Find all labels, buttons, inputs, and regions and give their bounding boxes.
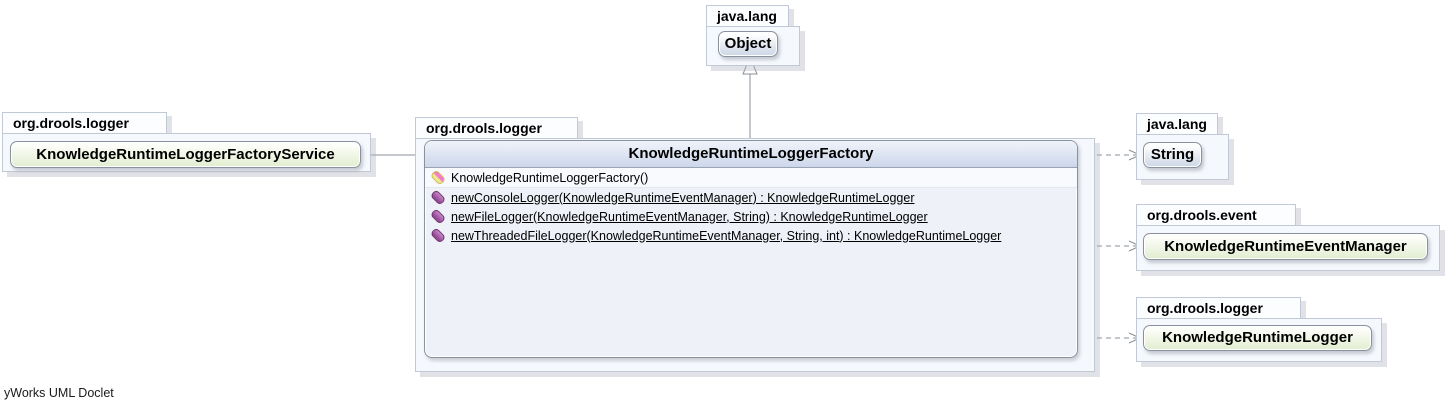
package-org-drools-logger-left: org.drools.logger KnowledgeRuntimeLogger…: [2, 112, 371, 172]
yworks-doclet-credit: yWorks UML Doclet: [4, 386, 114, 400]
method-label: newFileLogger(KnowledgeRuntimeEventManag…: [451, 209, 928, 224]
method-row[interactable]: newConsoleLogger(KnowledgeRuntimeEventMa…: [425, 188, 1077, 207]
constructor-icon: [429, 169, 447, 186]
package-tab: org.drools.logger: [1136, 297, 1301, 319]
package-java-lang-right: java.lang String: [1136, 113, 1229, 180]
public-static-method-icon: [429, 189, 447, 206]
method-row[interactable]: newThreadedFileLogger(KnowledgeRuntimeEv…: [425, 226, 1077, 245]
package-tab: java.lang: [706, 5, 789, 27]
package-org-drools-event: org.drools.event KnowledgeRuntimeEventMa…: [1136, 204, 1440, 271]
interface-node-knowledgeruntimeloggerfactoryservice[interactable]: KnowledgeRuntimeLoggerFactoryService: [10, 141, 361, 168]
interface-node-knowledgeruntimeeventmanager[interactable]: KnowledgeRuntimeEventManager: [1143, 233, 1428, 260]
package-tab: java.lang: [1136, 113, 1218, 135]
package-java-lang-top: java.lang Object: [706, 5, 800, 66]
public-static-method-icon: [429, 227, 447, 244]
class-node-string[interactable]: String: [1143, 142, 1202, 168]
method-label: newConsoleLogger(KnowledgeRuntimeEventMa…: [451, 190, 915, 205]
package-org-drools-logger-center: org.drools.logger KnowledgeRuntimeLogger…: [415, 117, 1095, 372]
constructor-row[interactable]: KnowledgeRuntimeLoggerFactory(): [425, 168, 1077, 188]
class-node-object[interactable]: Object: [718, 31, 778, 57]
class-node-knowledgeruntimeloggerfactory[interactable]: KnowledgeRuntimeLoggerFactory KnowledgeR…: [424, 140, 1078, 358]
package-org-drools-logger-right: org.drools.logger KnowledgeRuntimeLogger: [1136, 297, 1382, 362]
method-row[interactable]: newFileLogger(KnowledgeRuntimeEventManag…: [425, 207, 1077, 226]
class-name-header: KnowledgeRuntimeLoggerFactory: [425, 141, 1077, 168]
public-static-method-icon: [429, 208, 447, 225]
package-tab: org.drools.logger: [415, 117, 578, 139]
package-tab: org.drools.logger: [2, 112, 167, 134]
interface-node-knowledgeruntimelogger[interactable]: KnowledgeRuntimeLogger: [1143, 325, 1372, 351]
constructor-label: KnowledgeRuntimeLoggerFactory(): [451, 170, 649, 185]
package-tab: org.drools.event: [1136, 204, 1296, 226]
method-label: newThreadedFileLogger(KnowledgeRuntimeEv…: [451, 228, 1002, 243]
